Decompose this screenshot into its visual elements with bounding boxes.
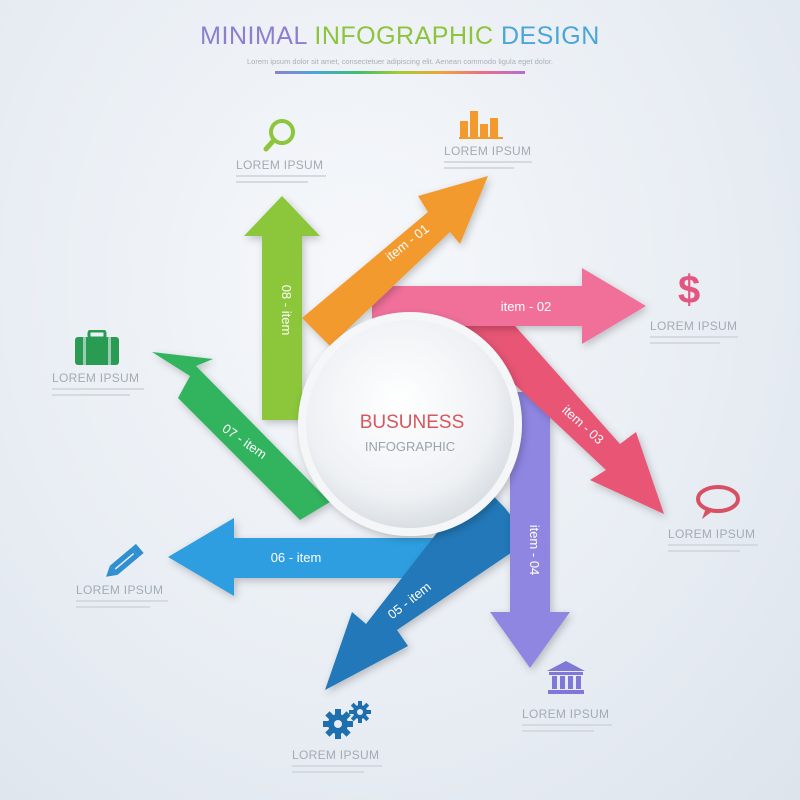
center-title: BUSUNESS	[360, 412, 465, 433]
arrow-07-shape	[152, 352, 330, 520]
title-part-1: MINIMAL	[200, 22, 307, 50]
arrow-item-06: 06 - item	[168, 518, 456, 596]
label-05-line-1	[292, 765, 382, 767]
label-07-line-1	[52, 388, 144, 390]
label-07: LOREM IPSUM	[52, 371, 140, 385]
label-04-line-2	[522, 730, 594, 732]
label-06-line-1	[76, 600, 168, 602]
label-05: LOREM IPSUM	[292, 748, 380, 762]
magnifier-icon	[263, 119, 295, 152]
label-04-line-1	[522, 724, 612, 726]
label-08-line-2	[236, 181, 308, 183]
bar-chart-icon	[459, 111, 503, 139]
pencil-icon	[106, 543, 144, 577]
label-02: LOREM IPSUM	[650, 319, 738, 333]
arrow-08-label: 08 - item	[279, 285, 294, 336]
page-title: MINIMAL INFOGRAPHIC DESIGN	[0, 22, 800, 51]
label-01-line-2	[444, 167, 514, 169]
bank-icon	[547, 661, 585, 694]
label-08-line-1	[236, 175, 326, 177]
label-06: LOREM IPSUM	[76, 583, 164, 597]
arrow-08-shape	[244, 196, 320, 420]
dollar-icon: $	[678, 268, 701, 312]
label-05-line-2	[292, 771, 364, 773]
gears-icon	[323, 701, 371, 739]
speech-bubble-icon	[696, 485, 740, 519]
page-subtitle: Lorem ipsum dolor sit amet, consectetuer…	[246, 57, 553, 66]
rainbow-divider	[275, 71, 525, 74]
center-subtitle: INFOGRAPHIC	[365, 439, 455, 454]
label-02-line-2	[650, 342, 720, 344]
label-06-line-2	[76, 606, 150, 608]
arrow-06-label: 06 - item	[271, 550, 322, 565]
label-02-line-1	[650, 336, 738, 338]
label-03-line-2	[668, 550, 740, 552]
center-circle: BUSUNESS INFOGRAPHIC	[298, 312, 522, 536]
label-01-line-1	[444, 161, 532, 163]
label-04: LOREM IPSUM	[522, 707, 610, 721]
label-03: LOREM IPSUM	[668, 527, 756, 541]
arrow-06-shape	[168, 518, 456, 596]
label-07-line-2	[52, 394, 130, 396]
label-01: LOREM IPSUM	[444, 144, 532, 158]
arrow-03-shape	[462, 300, 664, 514]
arrow-02-label: item - 02	[501, 299, 552, 314]
title-part-2: INFOGRAPHIC	[314, 22, 494, 50]
title-part-3: DESIGN	[500, 22, 600, 50]
briefcase-icon	[75, 330, 119, 365]
arrow-01-shape	[302, 176, 488, 346]
arrow-04-label: item - 04	[527, 525, 542, 576]
arrow-item-08: 08 - item	[244, 196, 320, 420]
header: MINIMAL INFOGRAPHIC DESIGN Lorem ipsum d…	[0, 22, 800, 74]
label-08: LOREM IPSUM	[236, 158, 324, 172]
label-03-line-1	[668, 544, 758, 546]
arrow-05-shape	[325, 480, 530, 690]
